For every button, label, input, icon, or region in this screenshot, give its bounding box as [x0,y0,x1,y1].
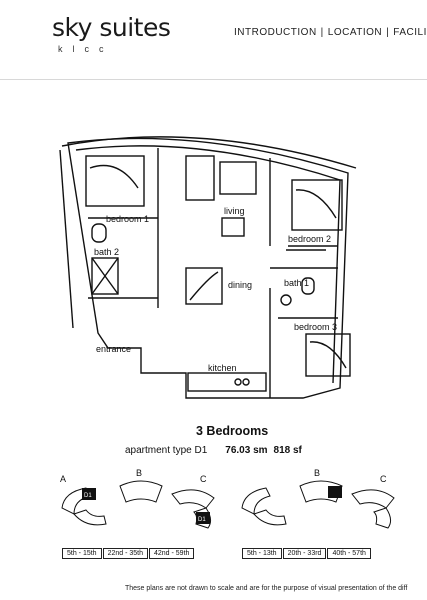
tower-a [241,487,271,515]
bed-1 [85,155,145,207]
balcony-curve [61,136,357,169]
bed-2 [291,179,343,231]
tower-a-arc [253,509,287,526]
unit-highlight-b [328,486,342,498]
tower-label-c: C [200,474,207,484]
unit-tag-c: D1 [198,517,206,523]
tower-label-b: B [136,468,142,478]
tower-label-b: B [314,468,320,478]
dining-table [185,267,223,305]
tower-a-arc [73,509,107,526]
unit-type-line: apartment type D1 76.03 sm 818 sf [125,445,302,456]
label-bedroom-2: bedroom 2 [288,234,331,244]
tower-c-arc [373,507,392,529]
kitchen-counter [187,372,267,392]
unit-title: 3 Bedrooms [196,424,269,438]
shower-2-x [91,257,119,295]
label-bath-1: bath 1 [284,278,309,288]
floor-plan: bedroom 1 bath 2 living dining bedroom 2… [59,136,357,399]
tower-label-c: C [380,474,387,484]
sofa [185,155,215,201]
unit-highlight-a [82,488,96,500]
logo[interactable]: sky suites klcc [52,13,171,55]
window-edge [59,149,74,329]
unit-highlight-c [196,512,210,524]
label-kitchen: kitchen [208,363,237,373]
unit-area-sm: 76.03 sm [225,445,268,456]
floor-range: 20th - 33rd [282,548,327,559]
bed-1-cover [89,164,139,189]
label-bath-2: bath 2 [94,247,119,257]
armchair [221,217,245,237]
label-bedroom-1: bedroom 1 [106,214,149,224]
tower-b [119,480,163,503]
toilet-1 [301,277,315,295]
main-nav: INTRODUCTION|LOCATION|FACILITI [234,27,427,38]
unit-tag-a: D1 [84,493,92,499]
inner-wall-line [75,145,341,384]
hob [242,378,250,386]
tower-label-a: A [60,474,66,484]
nav-separator: | [386,27,390,38]
nav-facilities[interactable]: FACILITI [393,27,427,38]
bed-3 [305,333,351,377]
disclaimer: These plans are not drawn to scale and a… [125,585,408,592]
table-pattern [189,271,219,301]
hob [234,378,242,386]
nav-separator: | [320,27,324,38]
tower-c [171,489,215,509]
logo-wordmark: sky suites [52,13,171,42]
bed-2-cover [295,189,337,219]
floor-range: 5th - 15th [62,548,102,559]
unit-area-sf: 818 sf [273,445,302,456]
label-bedroom-3: bedroom 3 [294,322,337,332]
shower-2 [91,257,119,295]
label-living: living [224,206,245,216]
keyplan-right: B C [241,468,395,529]
keyplan-left: A B C D1 D1 [60,468,215,529]
logo-subtitle: klcc [58,44,114,54]
coffee-table [219,161,257,195]
floor-range: 5th - 13th [242,548,282,559]
floor-range: 40th - 57th [327,548,371,559]
toilet-2 [91,223,107,243]
floor-range: 42nd - 59th [149,548,195,559]
label-dining: dining [228,280,252,290]
floor-range: 22nd - 35th [102,548,148,559]
nav-location[interactable]: LOCATION [327,27,383,38]
unit-type: apartment type D1 [125,445,208,456]
basin-1 [280,294,292,306]
nav-introduction[interactable]: INTRODUCTION [234,27,317,38]
bed-3-cover [309,341,347,369]
site-header: sky suites klcc INTRODUCTION|LOCATION|FA… [0,0,427,80]
tower-c [351,489,395,509]
label-entrance: entrance [96,344,131,354]
